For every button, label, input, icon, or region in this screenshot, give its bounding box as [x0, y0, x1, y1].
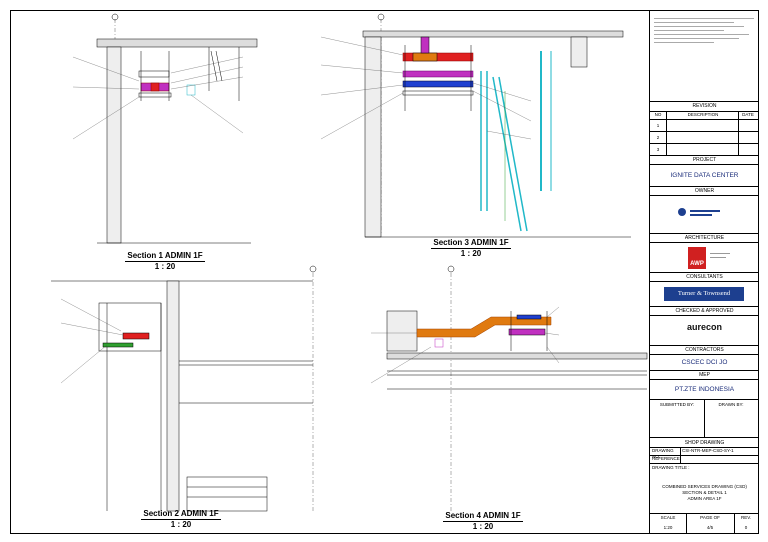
drawing-area: Section 1 ADMIN 1F 1 : 20 Section 3 ADMI… [11, 11, 649, 533]
section-4-caption: Section 4 ADMIN 1F 1 : 20 [413, 511, 553, 532]
drawn-by-label: DRAWN BY: [718, 402, 744, 407]
section-2-drawing [51, 265, 317, 512]
section-1-caption: Section 1 ADMIN 1F 1 : 20 [95, 251, 235, 272]
drawing-title-label: DRAWING TITLE : [652, 465, 690, 470]
revision-col-date: DATE [742, 112, 754, 117]
aurecon-logo: aurecon [686, 322, 722, 332]
drawing-no-value: CSI-NTR-MEP-CSD-SY-1 [682, 448, 734, 453]
turner-townsend-logo: Turner & Townsend [664, 287, 744, 301]
contractor-name: CSCEC DCI JO [650, 354, 759, 370]
shop-drawing-label: SHOP DRAWING [650, 437, 759, 447]
submitted-by-label: SUBMITTED BY: [659, 402, 695, 407]
revision-row: 1 [650, 119, 759, 131]
owner-label: OWNER [650, 186, 759, 195]
checked-logo-area: aurecon [650, 315, 759, 345]
section-4-drawing [370, 265, 648, 511]
section-drawings [51, 13, 648, 512]
rev-label: REV. [740, 515, 752, 520]
scale-page-rev-row: SCALE 1:20 PAGE OF 4/5 REV. 0 [650, 513, 759, 533]
checked-label: CHECKED & APPROVED [650, 306, 759, 315]
contractors-label: CONTRACTORS [650, 345, 759, 354]
drawing-title-line: SECTION & DETAIL 1 [682, 490, 727, 495]
awp-logo: AWP [688, 247, 706, 269]
reference-label: REFERENCE [652, 456, 680, 461]
drawing-title-line: ADMIN AREA 1F [687, 496, 722, 501]
project-label: PROJECT [650, 155, 759, 164]
mep-name: PT.ZTE INDONESIA [650, 379, 759, 399]
drawing-title-line: COMBINED SERVICES DRAWING (CSD) [662, 484, 747, 489]
title-block: REVISION NO DESCRIPTION DATE 1 2 3 PROJE… [649, 11, 759, 533]
rev-value: 0 [744, 525, 748, 530]
section-1-title: Section 1 ADMIN 1F [125, 251, 205, 262]
drawing-no-row: DRAWING NO. CSI-NTR-MEP-CSD-SY-1 [650, 447, 759, 459]
consultant-logo-area: Turner & Townsend [650, 281, 759, 306]
section-2-scale: 1 : 20 [170, 520, 192, 529]
page-value: 4/5 [706, 525, 714, 530]
section-3-scale: 1 : 20 [460, 249, 482, 258]
section-3-drawing [320, 13, 631, 238]
drawing-sheet: Section 1 ADMIN 1F 1 : 20 Section 3 ADMI… [10, 10, 759, 534]
revision-row: 3 [650, 143, 759, 155]
revision-col-no: NO [654, 112, 662, 117]
mep-label: MEP [650, 370, 759, 379]
revision-columns: NO DESCRIPTION DATE [650, 111, 759, 119]
architecture-label: ARCHITECTURE [650, 233, 759, 242]
section-4-title: Section 4 ADMIN 1F [443, 511, 523, 522]
section-1-scale: 1 : 20 [154, 262, 176, 271]
project-name: IGNITE DATA CENTER [650, 164, 759, 186]
owner-logo-area [650, 195, 759, 233]
general-notes [654, 15, 754, 95]
section-1-drawing [72, 13, 258, 244]
section-2-caption: Section 2 ADMIN 1F 1 : 20 [111, 509, 251, 530]
reference-row: REFERENCE [650, 455, 759, 463]
section-3-caption: Section 3 ADMIN 1F 1 : 20 [401, 238, 541, 259]
revision-row: 2 [650, 131, 759, 143]
revision-col-description: DESCRIPTION [687, 112, 719, 117]
owner-logo-icon [678, 208, 686, 216]
scale-value: 1:20 [663, 525, 673, 530]
section-4-scale: 1 : 20 [472, 522, 494, 531]
consultants-label: CONSULTANTS [650, 272, 759, 281]
architecture-logo-area: AWP [650, 242, 759, 272]
signature-area: SUBMITTED BY: DRAWN BY: [650, 399, 759, 437]
revision-header: REVISION [650, 101, 759, 111]
section-2-title: Section 2 ADMIN 1F [141, 509, 221, 520]
drawing-title-area: DRAWING TITLE : COMBINED SERVICES DRAWIN… [650, 463, 759, 513]
scale-label: SCALE [660, 515, 676, 520]
section-3-title: Section 3 ADMIN 1F [431, 238, 511, 249]
drawing-no-label: DRAWING NO. [652, 448, 674, 459]
page-label: PAGE OF [700, 515, 720, 520]
